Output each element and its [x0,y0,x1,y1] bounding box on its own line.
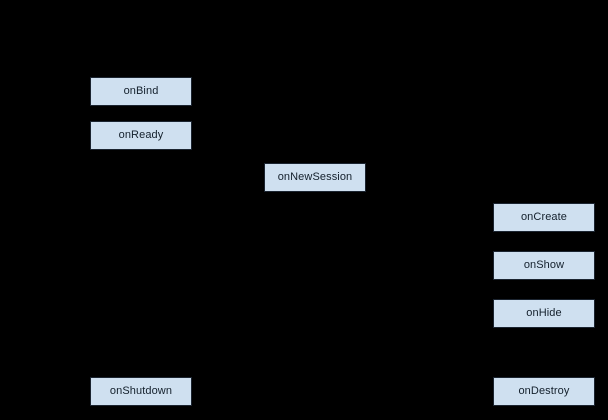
node-on-ready[interactable]: onReady [90,121,192,150]
node-label: onShutdown [109,385,173,397]
node-on-hide[interactable]: onHide [493,299,595,328]
node-on-destroy[interactable]: onDestroy [493,377,595,406]
node-label: onReady [118,129,164,141]
node-on-new-session[interactable]: onNewSession [264,163,366,192]
node-label: onDestroy [518,385,570,397]
node-on-shutdown[interactable]: onShutdown [90,377,192,406]
node-label: onNewSession [277,171,353,183]
node-label: onHide [526,307,562,319]
node-on-bind[interactable]: onBind [90,77,192,106]
node-label: onCreate [520,211,568,223]
node-label: onBind [123,85,159,97]
node-on-show[interactable]: onShow [493,251,595,280]
node-label: onShow [523,259,565,271]
node-on-create[interactable]: onCreate [493,203,595,232]
